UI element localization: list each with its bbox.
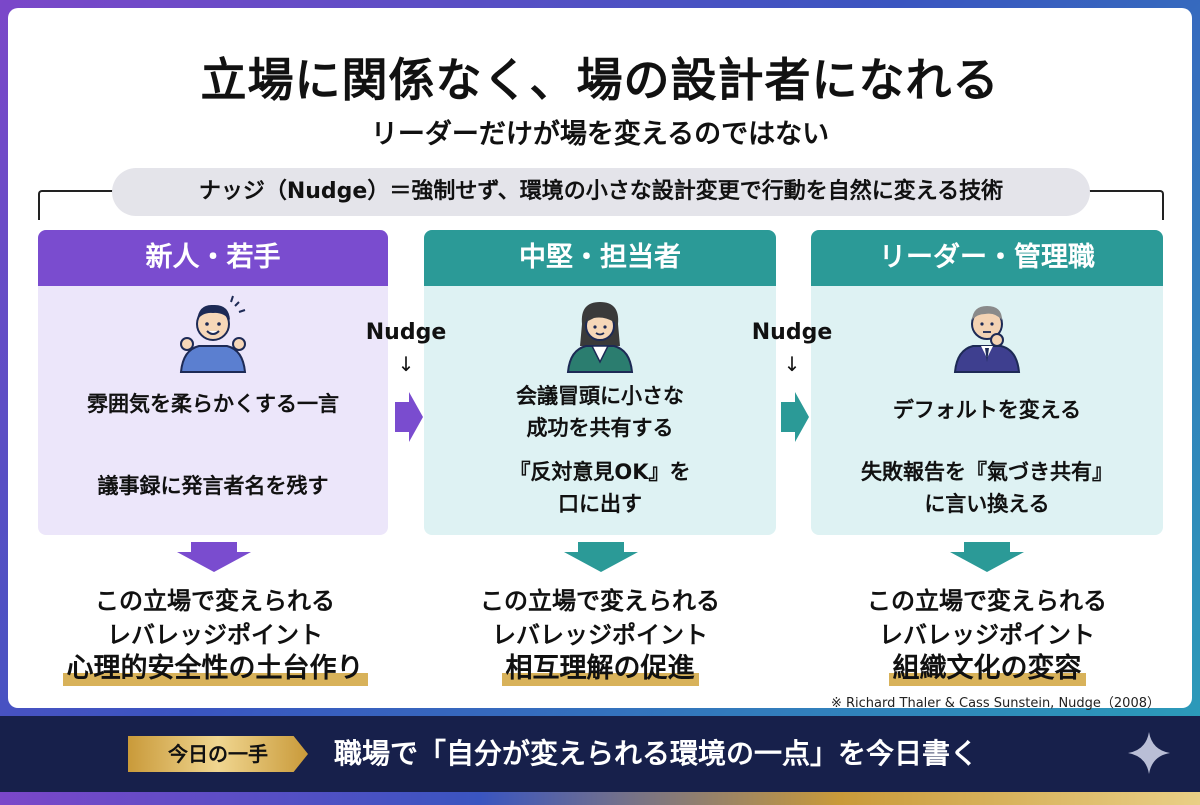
page-subtitle: リーダーだけが場を変えるのではない — [370, 119, 830, 150]
nudge-definition-banner: ナッジ（Nudge）＝強制せず、環境の小さな設計変更で行動を自然に変える技術 — [112, 168, 1090, 216]
leverage-line: レバレッジポイント — [107, 621, 323, 649]
down-arrow-icon — [564, 542, 638, 572]
down-arrow-icon — [950, 542, 1024, 572]
right-arrow-icon — [781, 392, 809, 442]
sparkle-icon — [1128, 732, 1170, 774]
leverage-line: レバレッジポイント — [879, 621, 1095, 649]
todays-move-tag: 今日の一手 — [128, 736, 308, 772]
young-person-cheering-icon — [179, 295, 247, 373]
leverage-line: この立場で変えられる — [867, 587, 1107, 615]
panel-newcomer: 新人・若手 雰囲気を柔らかくする一言 議事録に発言者名を残す — [38, 230, 388, 535]
manager-thinking-icon — [953, 306, 1021, 373]
nudge-label: Nudge — [365, 320, 447, 345]
leverage-line: レバレッジポイント — [492, 621, 708, 649]
panel-leader: リーダー・管理職 デフォルトを変える 失敗報告を『氣づき共有』 に言い換える — [811, 230, 1163, 535]
panel-midlevel: 中堅・担当者 会議冒頭に小さな 成功を共有する 『反対意見OK』を 口に出す — [424, 230, 776, 535]
leverage-point: 相互理解の促進 — [501, 652, 699, 686]
panel-header: リーダー・管理職 — [811, 230, 1163, 286]
panel-header: 中堅・担当者 — [424, 230, 776, 286]
bottom-accent-strip — [0, 792, 1200, 805]
action-text: 成功を共有する — [526, 416, 674, 440]
action-text: デフォルトを変える — [892, 398, 1082, 422]
action-text: 会議冒頭に小さな — [516, 384, 684, 408]
leverage-line: この立場で変えられる — [480, 587, 720, 615]
down-arrow-icon: ↓ — [397, 352, 415, 376]
page-title: 立場に関係なく、場の設計者になれる — [200, 53, 1000, 107]
action-text: 議事録に発言者名を残す — [97, 474, 329, 498]
panel-header: 新人・若手 — [38, 230, 388, 286]
action-text: 『反対意見OK』を — [509, 460, 691, 484]
leverage-block: この立場で変えられる レバレッジポイント 組織文化の変容 — [792, 584, 1182, 686]
source-citation: ※ Richard Thaler & Cass Sunstein, Nudge（… — [830, 696, 1160, 711]
leverage-line: この立場で変えられる — [95, 587, 335, 615]
staff-woman-icon — [566, 302, 634, 373]
action-text: 失敗報告を『氣づき共有』 — [861, 460, 1113, 484]
down-arrow-icon: ↓ — [783, 352, 801, 376]
action-text: 口に出す — [558, 492, 642, 516]
right-arrow-icon — [395, 392, 423, 442]
action-text: 雰囲気を柔らかくする一言 — [87, 392, 339, 416]
leverage-block: この立場で変えられる レバレッジポイント 相互理解の促進 — [405, 584, 795, 686]
leverage-point: 組織文化の変容 — [888, 652, 1086, 686]
down-arrow-icon — [177, 542, 251, 572]
action-text: に言い換える — [924, 492, 1050, 516]
leverage-block: この立場で変えられる レバレッジポイント 心理的安全性の土台作り — [20, 584, 410, 686]
footer-message: 職場で「自分が変えられる環境の一点」を今日書く — [334, 737, 979, 770]
leverage-point: 心理的安全性の土台作り — [62, 652, 368, 686]
footer-bar: 今日の一手 職場で「自分が変えられる環境の一点」を今日書く — [0, 716, 1200, 792]
nudge-label: Nudge — [751, 320, 833, 345]
